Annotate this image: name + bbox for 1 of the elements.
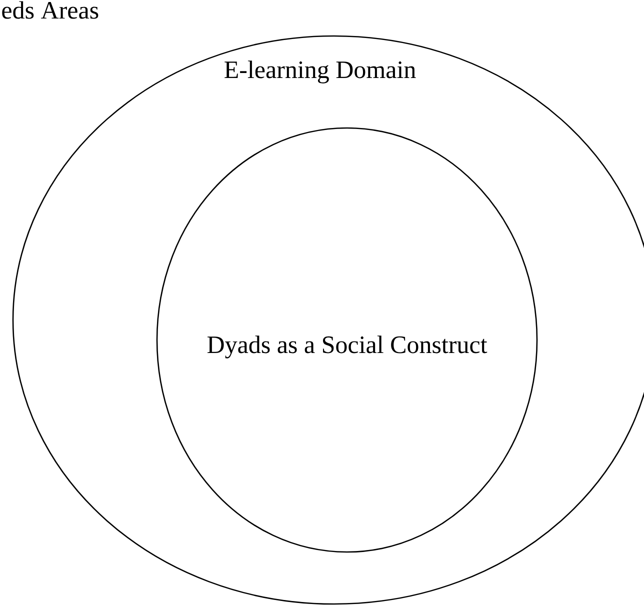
heading: eds Areas [2,1,98,19]
